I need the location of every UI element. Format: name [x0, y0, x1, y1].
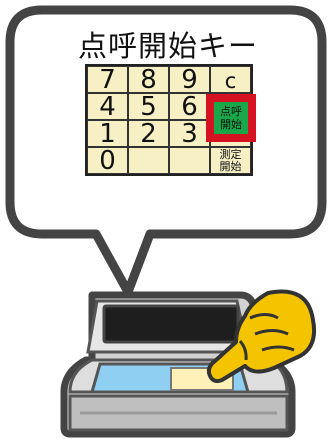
bubble-title: 点呼開始キー: [58, 28, 278, 64]
key-7[interactable]: 7: [87, 66, 128, 93]
blank-key[interactable]: [128, 147, 169, 174]
blank-key[interactable]: [169, 147, 210, 174]
key-9[interactable]: 9: [169, 66, 210, 93]
key-3[interactable]: 3: [169, 120, 210, 147]
clear-key[interactable]: c: [210, 66, 251, 93]
roll-call-start-key[interactable]: 点呼 開始: [206, 94, 256, 142]
key-8[interactable]: 8: [128, 66, 169, 93]
measure-start-key[interactable]: 測定 開始: [210, 147, 251, 174]
key-0[interactable]: 0: [87, 147, 128, 174]
key-1[interactable]: 1: [87, 120, 128, 147]
key-2[interactable]: 2: [128, 120, 169, 147]
key-4[interactable]: 4: [87, 93, 128, 120]
roll-call-start-key-label: 点呼 開始: [214, 102, 248, 134]
key-5[interactable]: 5: [128, 93, 169, 120]
key-6[interactable]: 6: [169, 93, 210, 120]
